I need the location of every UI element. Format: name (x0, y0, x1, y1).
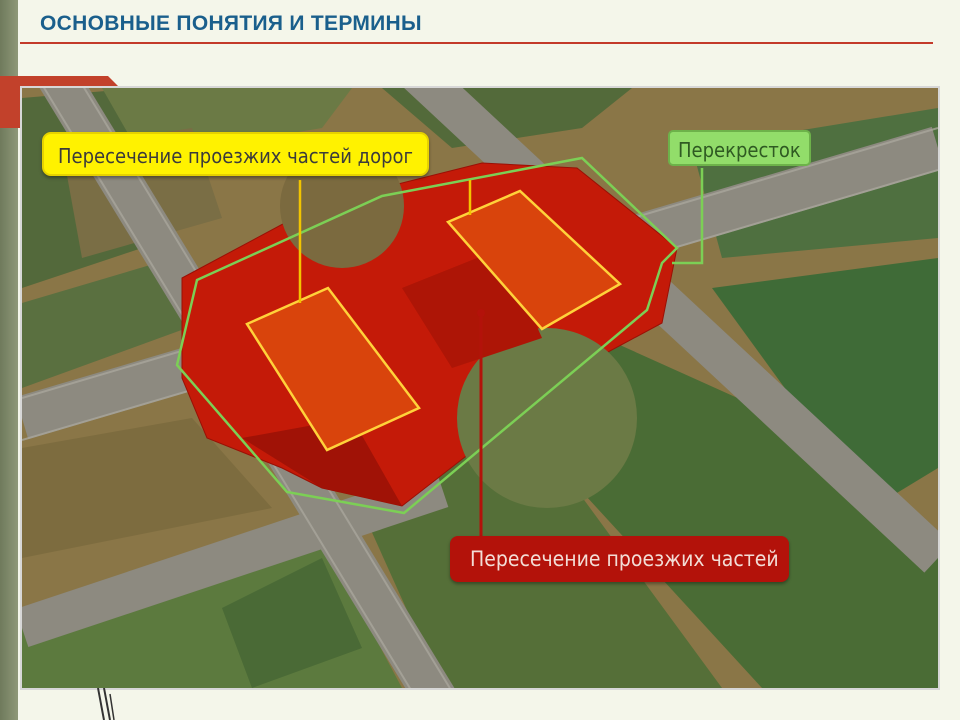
slide-left-strip (0, 0, 18, 720)
label-carriageway-crossing: Пересечение проезжих частей (450, 536, 789, 582)
label-intersection: Перекресток (668, 130, 811, 166)
decorative-lines-icon (97, 688, 115, 720)
intersection-boundary (175, 156, 679, 515)
slide-title: ОСНОВНЫЕ ПОНЯТИЯ И ТЕРМИНЫ (40, 12, 422, 35)
label-carriageway-crossing-roads: Пересечение проезжих частей дорог (42, 132, 429, 176)
crossing-rectangle-right (445, 189, 623, 331)
title-underline (20, 42, 933, 44)
leader-lines (298, 168, 704, 536)
intersection-illustration: Пересечение проезжих частей дорог Перекр… (20, 86, 940, 690)
intersection-drawing (22, 88, 938, 688)
